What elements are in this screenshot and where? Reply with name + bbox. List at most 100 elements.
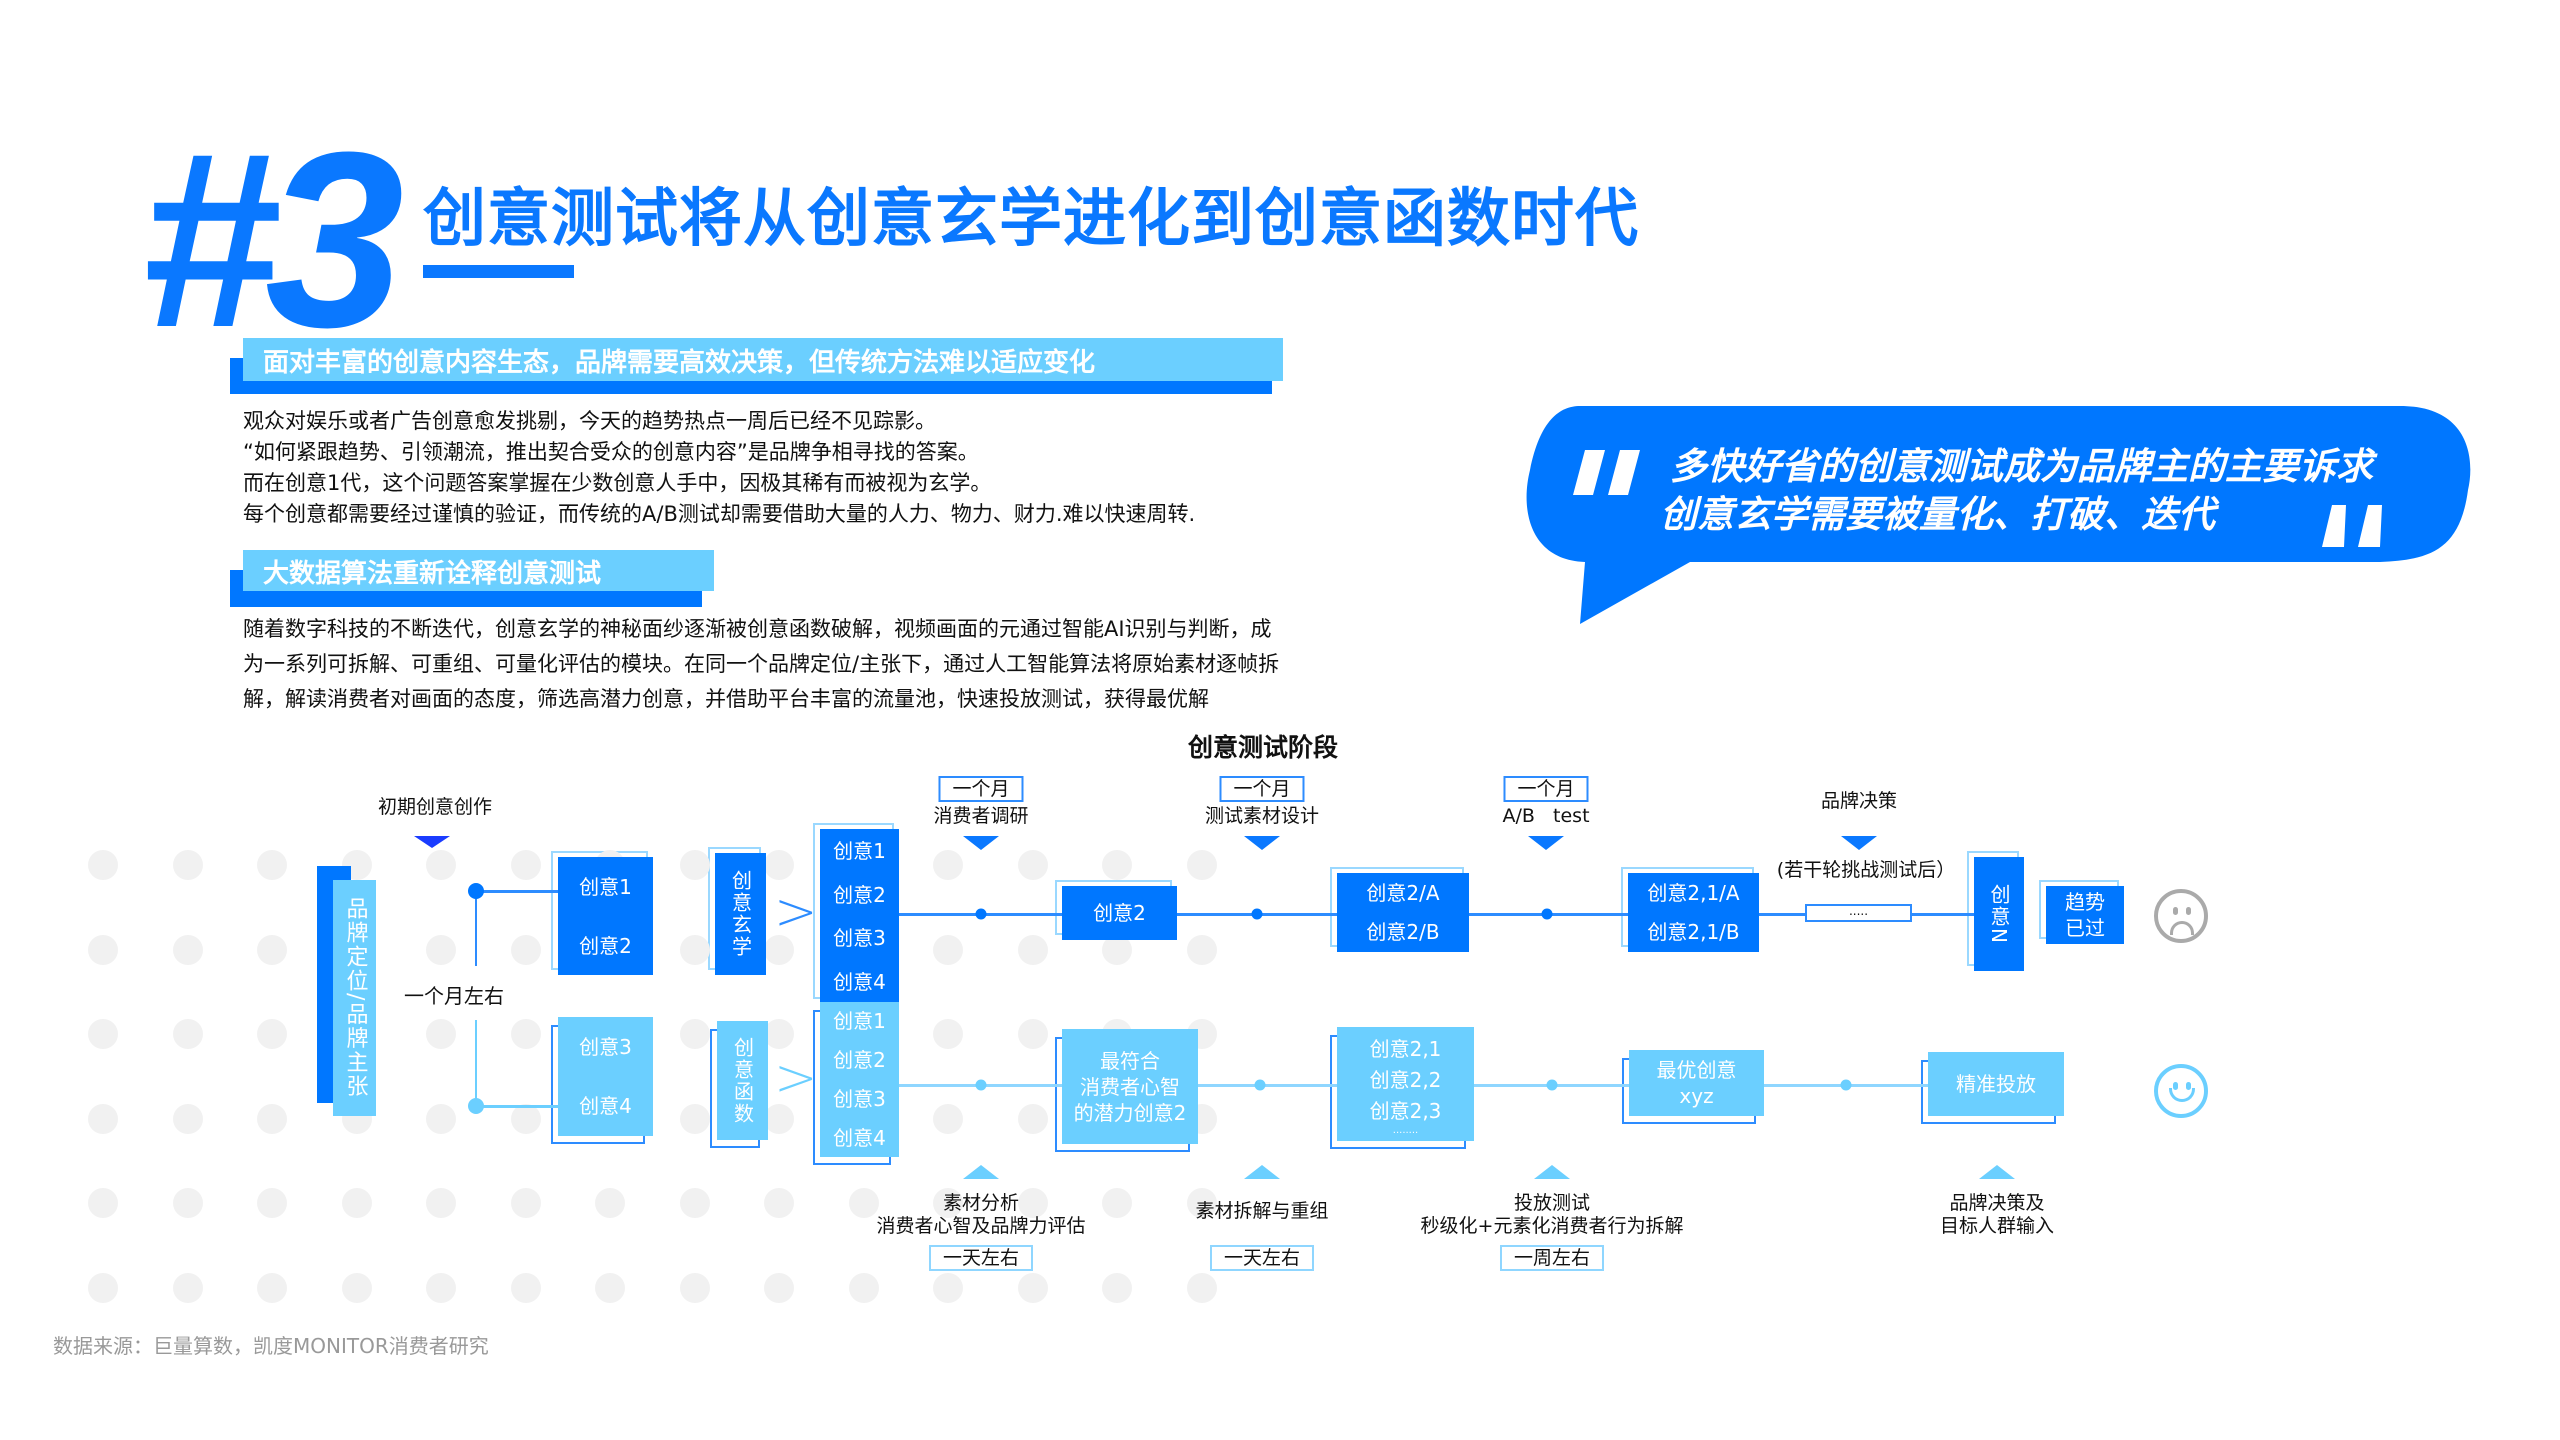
label: 消费者心智 <box>1080 1074 1180 1099</box>
background-dot <box>679 850 710 880</box>
background-dot <box>933 850 963 880</box>
text-line: 解，解读消费者对画面的态度，筛选高潜力创意，并借助平台丰富的流量池，快速投放测试… <box>243 687 1209 711</box>
background-dot <box>426 1188 456 1218</box>
potential-idea-box: 最符合消费者心智的潜力创意2 <box>1055 1029 1198 1152</box>
creative-function-label: 创意函数 <box>710 1021 768 1148</box>
label: 品牌决策及 <box>1949 1192 2045 1214</box>
background-dot <box>933 934 963 965</box>
precise-delivery-box: 精准投放 <box>1921 1052 2064 1124</box>
background-dot <box>172 934 203 965</box>
background-dot <box>1186 1272 1217 1303</box>
background-dot <box>848 1272 879 1303</box>
background-dot <box>426 1272 456 1303</box>
background-dot <box>88 1019 118 1049</box>
data-source: 数据来源：巨量算数，凯度MONITOR消费者研究 <box>53 1334 489 1358</box>
node <box>468 883 484 899</box>
duration-tag: 一周左右 <box>1499 1245 1605 1271</box>
background-dot <box>426 850 456 880</box>
node <box>1840 1079 1852 1091</box>
ellipsis-box: ..... <box>1805 904 1912 922</box>
duration-initial: 一个月左右 <box>404 984 504 1008</box>
background-dot <box>848 1188 879 1218</box>
background-dot <box>257 850 287 880</box>
section2-banner: 大数据算法重新诠释创意测试 <box>243 550 714 591</box>
idea-label: 创意2,1/B <box>1647 920 1740 945</box>
label: ........ <box>1392 1124 1419 1136</box>
idea-label: 创意2 <box>579 933 632 958</box>
text-line: 每个创意都需要经过谨慎的验证，而传统的A/B测试却需要借助大量的人力、物力、财力… <box>243 502 1196 526</box>
label: 创意2,2 <box>1369 1067 1442 1092</box>
background-dot <box>1186 1188 1217 1218</box>
quote-line-2: 创意玄学需要被量化、打破、迭代 <box>1660 493 2215 536</box>
quote-line-1: 多快好省的创意测试成为品牌主的主要诉求 <box>1670 445 2373 488</box>
background-dot <box>426 1103 456 1134</box>
stage-label: 消费者调研 <box>933 805 1029 827</box>
brand-positioning-label: 品牌定位/品牌主张 <box>333 880 376 1116</box>
brand-decision-label: 品牌决策 <box>1820 790 1898 812</box>
idea-label: 创意3 <box>833 1086 886 1111</box>
background-dot <box>679 1103 710 1134</box>
triangle-up-icon <box>1244 1165 1280 1179</box>
label: 消费者心智及品牌力评估 <box>876 1215 1086 1237</box>
background-dot <box>1017 850 1048 880</box>
idea-label: 创意2,1/A <box>1647 880 1740 905</box>
triangle-down-icon <box>1528 836 1564 850</box>
idea-label: 创意2 <box>833 882 886 907</box>
text-line: 观众对娱乐或者广告创意愈发挑剔，今天的趋势热点一周后已经不见踪影。 <box>243 409 936 433</box>
node <box>1546 1079 1558 1091</box>
section-number: #3 <box>140 100 404 379</box>
node <box>975 1079 987 1091</box>
open-quote-icon <box>1573 450 1640 495</box>
text-line: 为一系列可拆解、可重组、可量化评估的模块。在同一个品牌定位/主张下，通过人工智能… <box>243 652 1280 676</box>
background-dot <box>1017 934 1048 965</box>
chevron-right-icon: > <box>774 1048 818 1108</box>
label: 目标人群输入 <box>1939 1215 2055 1237</box>
triangle-down-icon <box>1841 836 1877 850</box>
background-dot <box>257 934 287 965</box>
background-dot <box>172 1019 203 1049</box>
background-dot <box>679 1188 710 1218</box>
background-dot <box>257 1103 287 1134</box>
section1-text: 观众对娱乐或者广告创意愈发挑剔，今天的趋势热点一周后已经不见踪影。 “如何紧跟趋… <box>243 406 1195 530</box>
stage-label: 素材分析消费者心智及品牌力评估 <box>876 1192 1085 1238</box>
background-dot <box>679 1272 710 1303</box>
background-dot <box>172 1272 203 1303</box>
background-dot <box>510 1188 541 1218</box>
background-dot <box>1017 1188 1048 1218</box>
stage-label: 测试素材设计 <box>1204 805 1320 827</box>
idea-label: 创意3 <box>833 926 886 951</box>
background-dot <box>1102 1272 1132 1303</box>
node <box>1541 908 1553 920</box>
text-line: 随着数字科技的不断迭代，创意玄学的神秘面纱逐渐被创意函数破解，视频画面的元通过智… <box>243 617 1272 641</box>
idea-label: 创意2 <box>833 1048 886 1073</box>
idea-label: 创意1 <box>833 838 886 863</box>
node <box>1254 1079 1266 1091</box>
background-dot <box>1186 934 1217 965</box>
diagram-title: 创意测试阶段 <box>1187 733 1339 762</box>
background-dot <box>933 1272 963 1303</box>
section1-banner: 面对丰富的创意内容生态，品牌需要高效决策，但传统方法难以适应变化 <box>243 338 1283 381</box>
duration-tag: 一天左右 <box>1209 1245 1315 1271</box>
background-dot <box>510 1103 541 1134</box>
label: xyz <box>1679 1084 1714 1108</box>
background-dot <box>172 1188 203 1218</box>
label: 最符合 <box>1100 1048 1160 1073</box>
triangle-down-icon <box>1244 836 1280 850</box>
label: 创意2,1 <box>1369 1036 1442 1061</box>
label: 已过 <box>2065 916 2105 940</box>
background-dot <box>764 1103 794 1134</box>
background-dot <box>933 1188 963 1218</box>
background-dot <box>257 1272 287 1303</box>
background-dot <box>933 1019 963 1049</box>
idea-label: 创意4 <box>833 1125 886 1150</box>
background-dot <box>341 1272 372 1303</box>
stage-label: A/B test <box>1502 805 1590 827</box>
background-dot <box>595 1188 625 1218</box>
duration-tag: 一天左右 <box>928 1245 1034 1271</box>
node <box>1251 908 1263 920</box>
